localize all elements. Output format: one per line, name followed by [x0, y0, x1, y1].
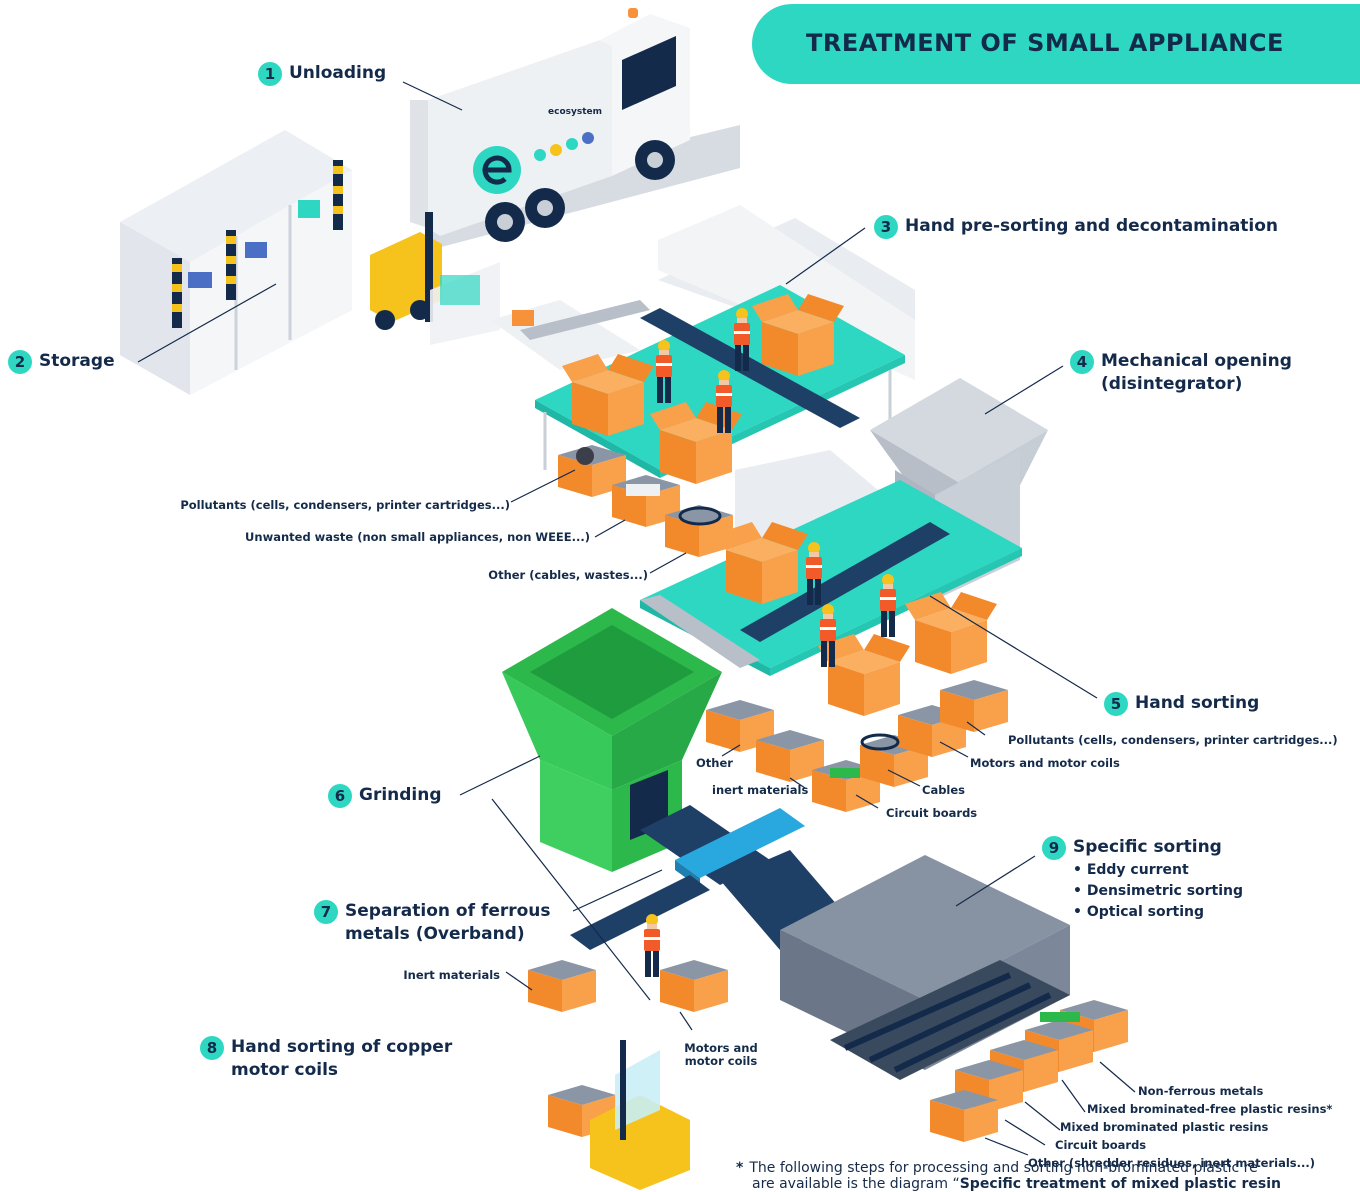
step-label: Hand sorting	[1135, 693, 1260, 713]
presorting-bins	[558, 445, 733, 557]
step-number: 3	[874, 215, 898, 239]
presorting-platform	[490, 205, 915, 484]
forklift-bottom	[548, 1040, 690, 1190]
step-label: Mechanical opening (disintegrator)	[1101, 351, 1292, 394]
method-densimetric: • Densimetric sorting	[1073, 883, 1244, 899]
output-other: Other (cables, wastes...)	[488, 568, 648, 582]
step-number: 4	[1070, 350, 1094, 374]
output-pollutants: Pollutants (cells, condensers, printer c…	[180, 498, 510, 512]
step-label: Separation of ferrous metals (Overband)	[345, 901, 551, 944]
step-label: Unloading	[289, 63, 387, 83]
step-1: 1 Unloading	[258, 62, 386, 86]
overband-bins	[528, 960, 728, 1012]
step-number: 2	[8, 350, 32, 374]
step-number: 1	[258, 62, 282, 86]
step-6: 6 Grinding	[328, 784, 442, 808]
step-4: 4 Mechanical opening (disintegrator)	[1070, 350, 1330, 396]
step-3: 3 Hand pre-sorting and decontamination	[874, 215, 1278, 239]
step-number: 7	[314, 900, 338, 924]
truck: ecosystem	[410, 8, 740, 250]
forklift-top	[370, 212, 500, 345]
output-unwanted-waste: Unwanted waste (non small appliances, no…	[245, 530, 590, 544]
output-ss-brominated-free: Mixed brominated-free plastic resins*	[1087, 1102, 1333, 1116]
output-hs-motors: Motors and motor coils	[970, 756, 1120, 770]
footnote-link-title[interactable]: Specific treatment of mixed plastic resi…	[959, 1176, 1281, 1192]
hand-sorting-platform	[640, 450, 1022, 716]
output-hs-other: Other	[696, 756, 733, 770]
output-ss-other: Other (shredder residues, inert material…	[1028, 1156, 1315, 1170]
output-hs-inert: inert materials	[712, 783, 809, 797]
specific-sorting-machine	[780, 855, 1070, 1080]
footnote-line-2-prefix: are available is the diagram “	[752, 1176, 960, 1192]
step-number: 6	[328, 784, 352, 808]
step-8: 8 Hand sorting of copper motor coils	[200, 1036, 490, 1082]
step-label: Grinding	[359, 785, 442, 805]
grinder	[502, 608, 722, 872]
output-ss-brominated: Mixed brominated plastic resins	[1060, 1120, 1269, 1134]
step-label: Hand pre-sorting and decontamination	[905, 216, 1279, 236]
output-hs-cables: Cables	[922, 783, 966, 797]
output-ss-circuit-boards: Circuit boards	[1055, 1138, 1147, 1152]
output-ob-motors: Motors and motor coils	[684, 1041, 758, 1068]
output-ss-non-ferrous: Non-ferrous metals	[1138, 1084, 1264, 1098]
output-hs-circuit-boards: Circuit boards	[886, 806, 978, 820]
leader-lines	[137, 81, 1136, 1156]
step-5: 5 Hand sorting	[1104, 692, 1259, 716]
hand-sorting-bins	[706, 680, 1008, 812]
step-7: 7 Separation of ferrous metals (Overband…	[314, 900, 584, 946]
output-ob-inert: Inert materials	[403, 968, 500, 982]
specific-sorting-bins	[930, 1000, 1128, 1142]
step-9: 9 Specific sorting	[1042, 836, 1222, 860]
truck-logo-text: ecosystem	[548, 107, 602, 117]
storage-room	[120, 130, 352, 395]
output-hs-pollutants: Pollutants (cells, condensers, printer c…	[1008, 733, 1338, 747]
step-label: Specific sorting	[1073, 837, 1222, 857]
method-eddy-current: • Eddy current	[1073, 862, 1189, 878]
footnote-line-2: are available is the diagram “Specific t…	[736, 1176, 1360, 1192]
step-number: 9	[1042, 836, 1066, 860]
title-banner	[752, 4, 1360, 84]
footnote: * The following steps for processing and …	[736, 1160, 1360, 1192]
step-label: Storage	[39, 351, 115, 371]
footnote-line-1: The following steps for processing and s…	[749, 1160, 1258, 1176]
step-label: Hand sorting of copper motor coils	[231, 1037, 453, 1080]
footnote-marker: *	[736, 1160, 744, 1176]
step-number: 8	[200, 1036, 224, 1060]
method-optical: • Optical sorting	[1073, 904, 1204, 920]
step-2: 2 Storage	[8, 350, 115, 374]
step-number: 5	[1104, 692, 1128, 716]
page-title: TREATMENT OF SMALL APPLIANCE	[806, 29, 1284, 57]
